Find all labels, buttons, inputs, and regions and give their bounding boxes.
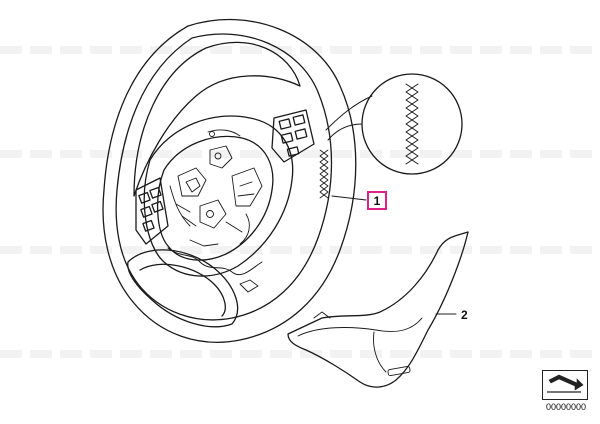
detail-stitch-pattern: [405, 83, 419, 165]
logo-arrow-icon: [547, 374, 584, 393]
trim-badge: [387, 366, 411, 376]
callout-2[interactable]: 2: [461, 308, 468, 322]
watermark-row: [0, 46, 600, 54]
right-button-pad: [271, 109, 315, 163]
trim-cover: [287, 231, 469, 388]
watermark-row: [0, 150, 600, 158]
callout-1-label: 1: [373, 193, 381, 208]
steering-wheel: [102, 18, 357, 343]
wheel-bottom-spoke: [127, 249, 239, 328]
horn-logo-mark: [239, 279, 259, 293]
wheel-hub: [143, 115, 294, 277]
publisher-logo: [542, 370, 588, 400]
wheel-inner-rim: [115, 33, 333, 321]
stitching-detail: [325, 73, 463, 175]
watermark-row: [0, 350, 600, 358]
left-button-pad: [135, 177, 169, 245]
watermark-row: [0, 246, 600, 254]
hub-mechanism: [169, 129, 263, 247]
callout-1[interactable]: 1: [367, 191, 387, 210]
wheel-top-grip: [133, 41, 301, 197]
wheel-outer-rim: [102, 18, 357, 343]
rim-stitching: [319, 149, 329, 199]
callout-1-leader: [331, 195, 367, 201]
drawing-number: 00000000: [545, 402, 587, 412]
